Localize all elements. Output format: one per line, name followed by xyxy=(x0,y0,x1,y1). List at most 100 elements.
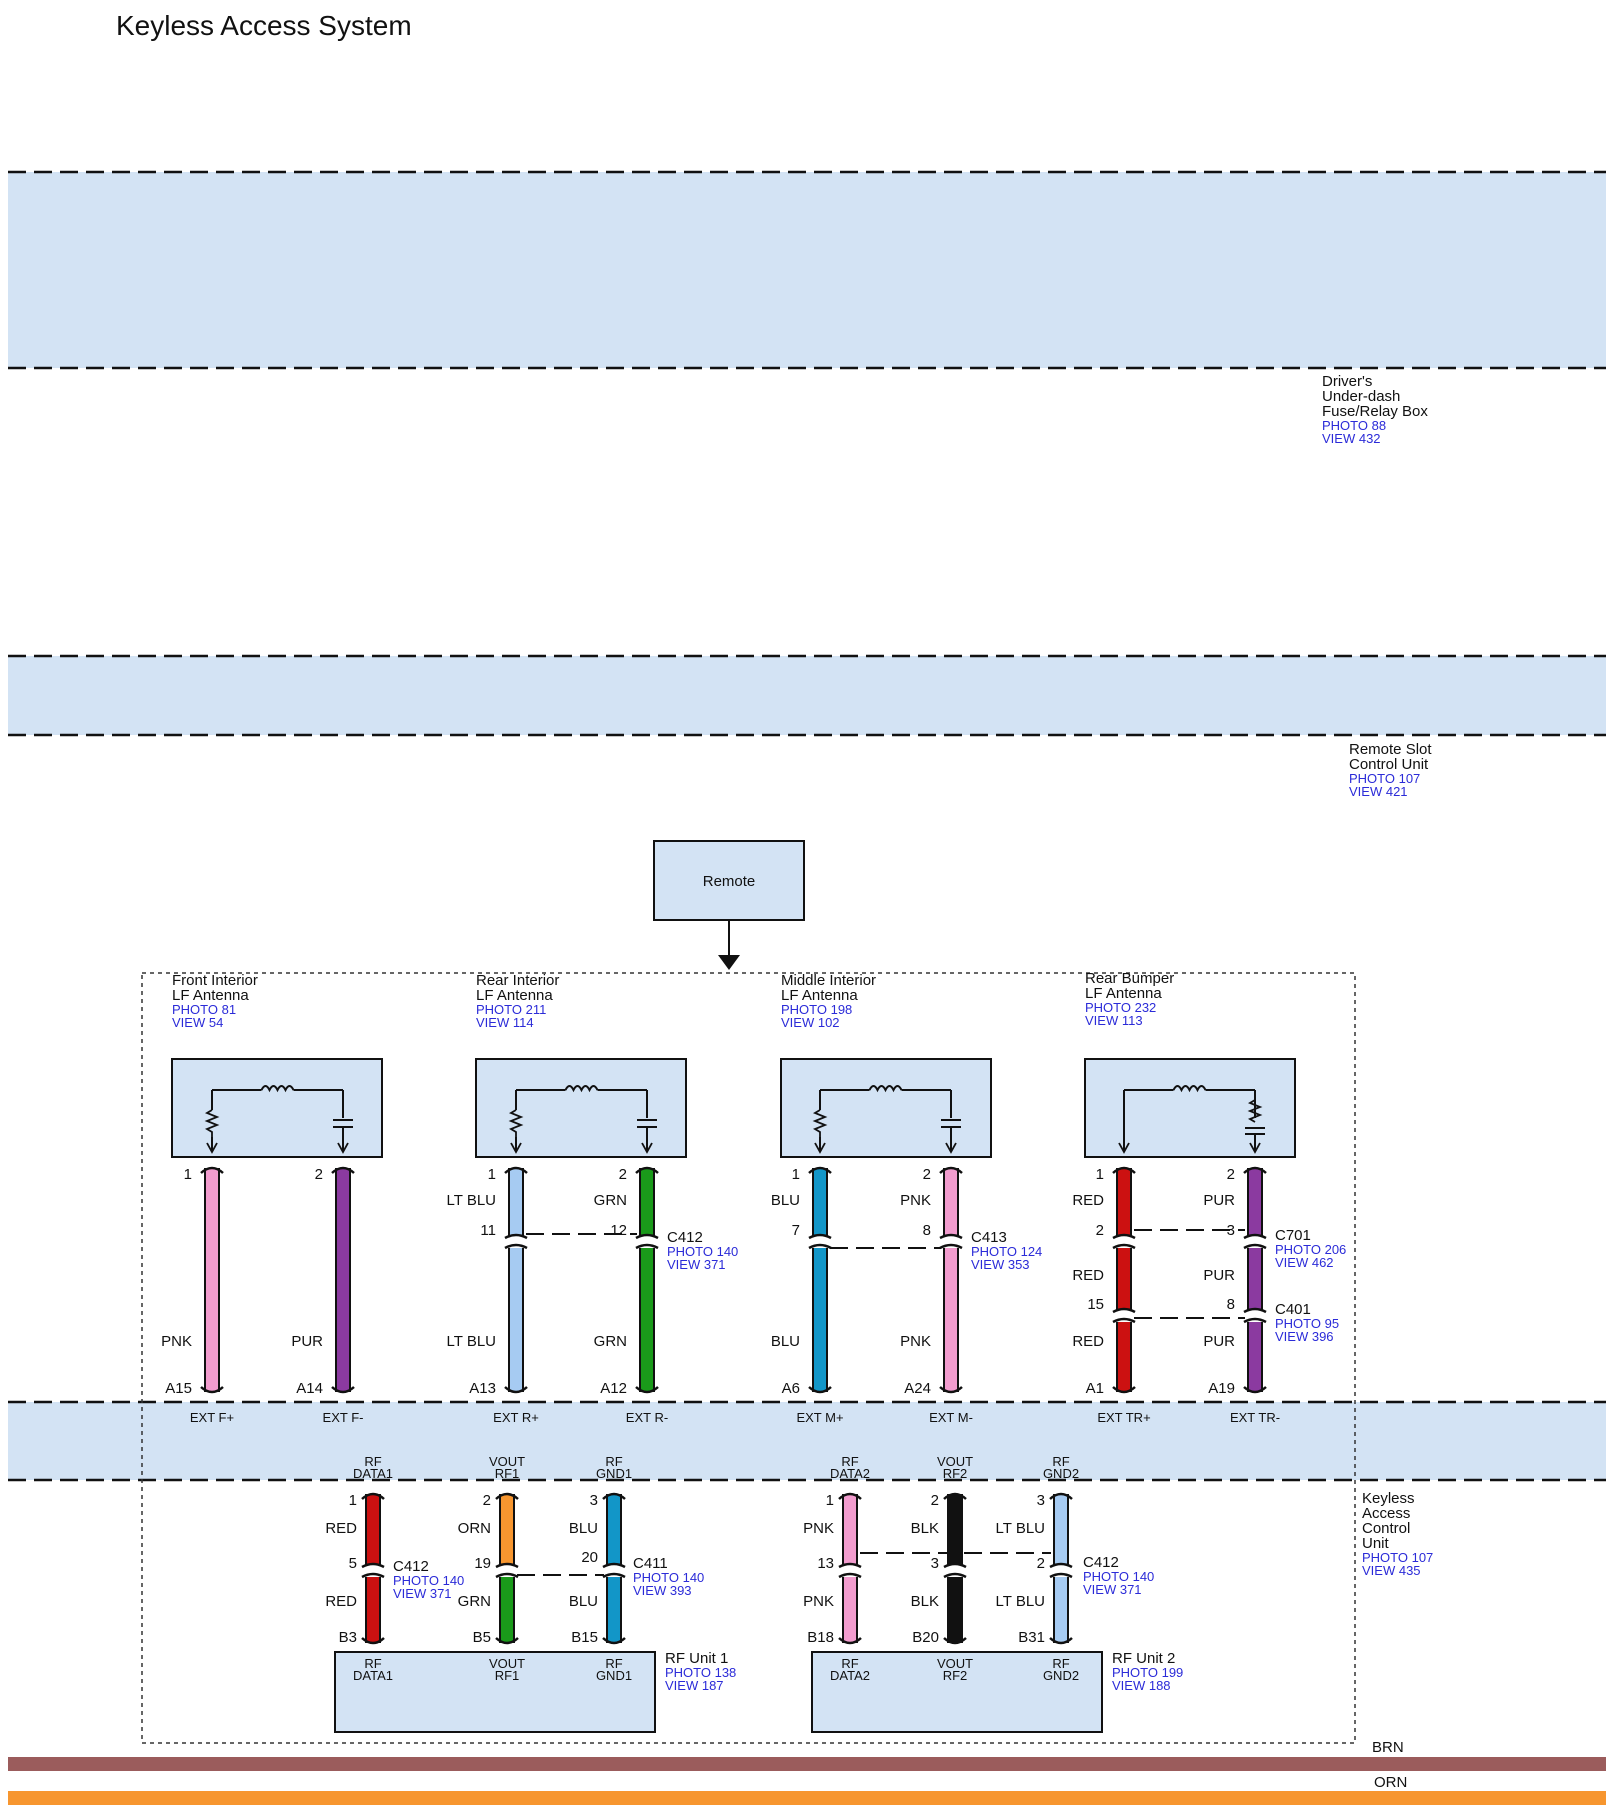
antenna-3-resistor xyxy=(812,1109,828,1137)
rf-unit-1-wire-1-bottom-terminal xyxy=(361,1637,385,1645)
rf-unit-1-wire-1-bottom-pin: B3 xyxy=(339,1629,357,1646)
antenna-2-wire-2-bottom-pin: A12 xyxy=(600,1380,627,1397)
antenna-3-wire-2-pin: 2 xyxy=(923,1166,931,1183)
rf-unit-1-wire-1-segment-bottom xyxy=(367,1577,379,1643)
rf-unit-2-wire-1-signal-top-2: DATA2 xyxy=(830,1466,870,1481)
antenna-3-arrow xyxy=(945,1142,957,1154)
antenna-2-wire-1-mid-pin: 11 xyxy=(480,1222,496,1239)
antenna-3-arrow xyxy=(814,1142,826,1154)
remote-slot-caption-label: Remote Slot xyxy=(1349,741,1432,758)
antenna-4-wire-2-color-bottom: PUR xyxy=(1203,1333,1235,1350)
antenna-4-wire-2-pin: 2 xyxy=(1227,1166,1235,1183)
antenna-4-connector-c701-label: C701 xyxy=(1275,1227,1311,1244)
antenna-3-wire-1-bottom-pin: A6 xyxy=(782,1380,800,1397)
antenna-2-wire-1-top-terminal xyxy=(504,1166,528,1174)
rf-unit-2-wire-1-bottom-terminal xyxy=(838,1637,862,1645)
antenna-4-wire-2-color-mid: PUR xyxy=(1203,1267,1235,1284)
antenna-3-wire-1-color-bottom: BLU xyxy=(771,1333,800,1350)
antenna-2-arrow xyxy=(641,1142,653,1154)
rf-unit-2-wire-3-signal-top: RF xyxy=(1052,1454,1069,1469)
rf-unit-1-wire-2-top-pin: 2 xyxy=(483,1492,491,1509)
antenna-3-connector-c413-view-ref: VIEW 353 xyxy=(971,1257,1030,1272)
antenna-2-wire-2-top-terminal xyxy=(635,1166,659,1174)
rf-unit-1-wire-1-top-pin: 1 xyxy=(349,1492,357,1509)
antenna-2-wire-2-signal: EXT R- xyxy=(626,1410,668,1425)
antenna-3-wire-1-signal: EXT M+ xyxy=(796,1410,843,1425)
rf-unit-2-wire-1-top-terminal xyxy=(838,1492,862,1500)
keyless-unit-caption-label: Keyless xyxy=(1362,1490,1415,1507)
antenna-2-wire-1-signal: EXT R+ xyxy=(493,1410,539,1425)
rf-unit-1-box xyxy=(334,1651,656,1733)
rf-unit-1-wire-2-signal-top-2: RF1 xyxy=(495,1466,520,1481)
rf-unit-1-wire-2-bottom-terminal xyxy=(495,1637,519,1645)
antenna-1-wire-2-pin: 2 xyxy=(315,1166,323,1183)
antenna-2-wire-1-color-top: LT BLU xyxy=(447,1192,496,1209)
rf-unit-2-wire-3-signal-unit: RF xyxy=(1052,1656,1069,1671)
rf-unit-2-wire-2-color-top: BLK xyxy=(911,1520,939,1537)
antenna-3-wire-1-splice-lower xyxy=(808,1243,832,1250)
rf-unit-2-wire-2-signal-top-2: RF2 xyxy=(943,1466,968,1481)
antenna-4-connector-c401-photo-ref: PHOTO 95 xyxy=(1275,1316,1339,1331)
antenna-4-wire-2-splice-upper xyxy=(1243,1233,1267,1240)
antenna-4-wire-1-signal: EXT TR+ xyxy=(1097,1410,1150,1425)
rf-unit-2-wire-1-splice-lower xyxy=(838,1572,862,1579)
antenna-4-coil xyxy=(1172,1085,1207,1093)
rf-unit-2-wire-1-bottom-pin: B18 xyxy=(807,1629,834,1646)
rf-unit-1-wire-3-mid-pin: 20 xyxy=(581,1549,598,1566)
rf-unit-1-wire-1-splice-lower xyxy=(361,1572,385,1579)
remote-arrow-head xyxy=(718,955,740,970)
keyless-unit-caption-label: Control xyxy=(1362,1520,1410,1537)
antenna-3-box xyxy=(780,1058,992,1158)
antenna-4-box xyxy=(1084,1058,1296,1158)
antenna-4-wire-1-segment xyxy=(1118,1322,1130,1392)
rf-unit-2-wire-3-color-top: LT BLU xyxy=(996,1520,1045,1537)
antenna-4-wire-2-top-terminal xyxy=(1243,1166,1267,1174)
rf-unit-2-wire-2-splice-lower xyxy=(943,1572,967,1579)
remote-box-label: Remote xyxy=(703,873,756,890)
keyless-unit-caption-label: Access xyxy=(1362,1505,1410,1522)
antenna-4-resistor xyxy=(1247,1099,1263,1123)
rf-unit-1-wire-1-top-terminal xyxy=(361,1492,385,1500)
antenna-4-wire-1-color-top: RED xyxy=(1072,1192,1104,1209)
rf-unit-2-wire-1-signal-unit-2: DATA2 xyxy=(830,1668,870,1683)
antenna-4-wire-1-color-bottom: RED xyxy=(1072,1333,1104,1350)
antenna-3-caption-view-ref: VIEW 102 xyxy=(781,1015,840,1030)
rf-unit-1-wire-3-signal-unit: RF xyxy=(605,1656,622,1671)
rf-unit-2-wire-2-mid-pin: 3 xyxy=(931,1555,939,1572)
rf-unit-2-wire-1-color-top: PNK xyxy=(803,1520,834,1537)
rf-unit-1-wire-2-signal-unit-2: RF1 xyxy=(495,1668,520,1683)
antenna-4-wire-2-signal: EXT TR- xyxy=(1230,1410,1280,1425)
rf-unit-2-caption-label: RF Unit 2 xyxy=(1112,1650,1175,1667)
antenna-4-wire-1-mid-pin: 15 xyxy=(1087,1296,1104,1313)
rf-unit-1-connector-c411-view-ref: VIEW 393 xyxy=(633,1583,692,1598)
page-title: Keyless Access System xyxy=(116,10,412,41)
rf-unit-1-connector-c411-label: C411 xyxy=(633,1555,668,1572)
antenna-4-wire-1-color-mid: RED xyxy=(1072,1267,1104,1284)
keyless-unit-caption-view-ref: VIEW 435 xyxy=(1362,1563,1421,1578)
antenna-2-caption-photo-ref: PHOTO 211 xyxy=(476,1002,546,1017)
antenna-4-wire-2-color-top: PUR xyxy=(1203,1192,1235,1209)
fuse-box-caption-label: Driver's xyxy=(1322,373,1372,390)
antenna-4-wire-2-splice-lower xyxy=(1243,1243,1267,1250)
rf-unit-1-wire-1-signal-unit-2: DATA1 xyxy=(353,1668,393,1683)
rf-unit-1-caption-view-ref: VIEW 187 xyxy=(665,1678,724,1693)
rf-unit-2-wire-2-signal-unit: VOUT xyxy=(937,1656,973,1671)
antenna-2-connector-c412-photo-ref: PHOTO 140 xyxy=(667,1244,738,1259)
module-band-1 xyxy=(8,172,1606,368)
antenna-3-wire-1-bottom-terminal xyxy=(808,1386,832,1394)
antenna-2-arrow xyxy=(510,1142,522,1154)
antenna-3-connector-c413-label: C413 xyxy=(971,1229,1007,1246)
remote-box xyxy=(653,840,805,921)
rf-unit-2-wire-2-top-terminal xyxy=(943,1492,967,1500)
antenna-2-wire-2-segment xyxy=(641,1168,653,1236)
rf-unit-1-connector-c412-label: C412 xyxy=(393,1558,429,1575)
rf-unit-2-wire-2-splice-upper xyxy=(943,1562,967,1569)
rf-unit-1-wire-3-color-bottom: BLU xyxy=(569,1593,598,1610)
fuse-box-caption-photo-ref: PHOTO 88 xyxy=(1322,418,1386,433)
rf-unit-1-wire-2-color-top: ORN xyxy=(458,1520,491,1537)
rf-unit-2-connector-c412-photo-ref: PHOTO 140 xyxy=(1083,1569,1154,1584)
rf-unit-1-connector-c412-photo-ref: PHOTO 140 xyxy=(393,1573,464,1588)
antenna-4-caption-label: Rear Bumper xyxy=(1085,970,1174,987)
rf-unit-2-wire-1-color-bottom: PNK xyxy=(803,1593,834,1610)
antenna-3-wire-2-splice-lower xyxy=(939,1243,963,1250)
